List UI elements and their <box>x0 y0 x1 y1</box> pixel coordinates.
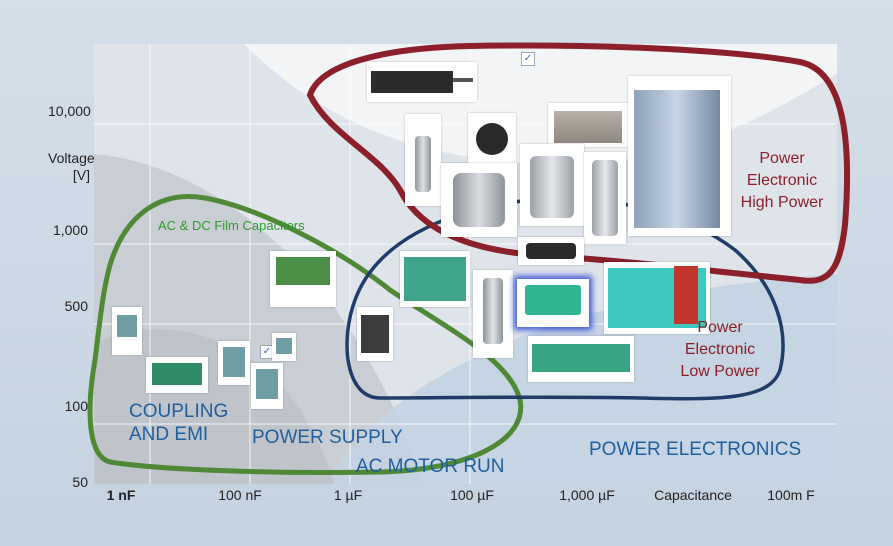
film-capacitor-image-2 <box>272 333 296 361</box>
x-tick-100nf: 100 nF <box>218 487 262 503</box>
coupling-emi-label: COUPLING AND EMI <box>129 401 229 445</box>
grey-can-capacitor-image <box>441 163 517 237</box>
small-motor-capacitor-image <box>357 307 393 361</box>
y-axis-title: Voltage [V] <box>48 150 95 183</box>
y-tick-500: 500 <box>64 298 88 314</box>
ac-motor-run-label: AC MOTOR RUN <box>356 456 505 477</box>
x-tick-100uf: 100 µF <box>450 487 494 503</box>
green-box-capacitor-image <box>270 251 336 307</box>
red-loop-high-power <box>306 42 851 284</box>
x-tick-1000uf: 1,000 µF <box>559 487 615 503</box>
y-tick-50: 50 <box>72 474 88 490</box>
power-electronics-label: POWER ELECTRONICS <box>589 439 802 460</box>
teal-box-capacitor-image <box>400 251 470 307</box>
silver-can-capacitor-image <box>520 144 584 226</box>
flat-emi-capacitor-image <box>146 357 208 393</box>
low-power-label: Power Electronic Low Power <box>680 319 760 380</box>
power-supply-label: POWER SUPPLY <box>252 427 403 448</box>
x-tick-100mf: 100m F <box>767 487 815 503</box>
large-can-capacitor-image <box>628 76 731 236</box>
x-tick-1nf: 1 nF <box>106 487 136 503</box>
checkbox-icon[interactable]: ✓ <box>521 52 535 66</box>
film-capacitors-label: AC & DC Film Capacitors <box>158 218 305 233</box>
y-tick-100: 100 <box>64 398 88 414</box>
film-capacitor-image-3 <box>251 363 283 409</box>
motor-run-capacitor-image <box>405 114 441 206</box>
y-tick-1000: 1,000 <box>52 222 88 238</box>
black-round-capacitor-image <box>468 113 516 168</box>
cylindrical-capacitor-image <box>584 152 626 244</box>
film-capacitor-image-1 <box>218 341 250 385</box>
small-emi-capacitor-image <box>112 307 142 355</box>
y-tick-10000: 10,000 <box>48 103 91 119</box>
long-teal-capacitor-image <box>528 336 634 382</box>
motor-run-can-image <box>473 270 513 358</box>
high-power-label: Power Electronic High Power <box>740 150 824 211</box>
power-module-capacitor-image <box>604 262 710 334</box>
green-loop-film <box>87 194 524 476</box>
black-disc-capacitor-image <box>518 237 584 265</box>
teal-module-capacitor-image <box>517 279 589 327</box>
metal-box-capacitor-image <box>548 103 628 147</box>
resistor-block-image <box>367 62 477 102</box>
x-axis-title: Capacitance <box>654 487 732 503</box>
x-tick-1uf: 1 µF <box>333 487 363 503</box>
